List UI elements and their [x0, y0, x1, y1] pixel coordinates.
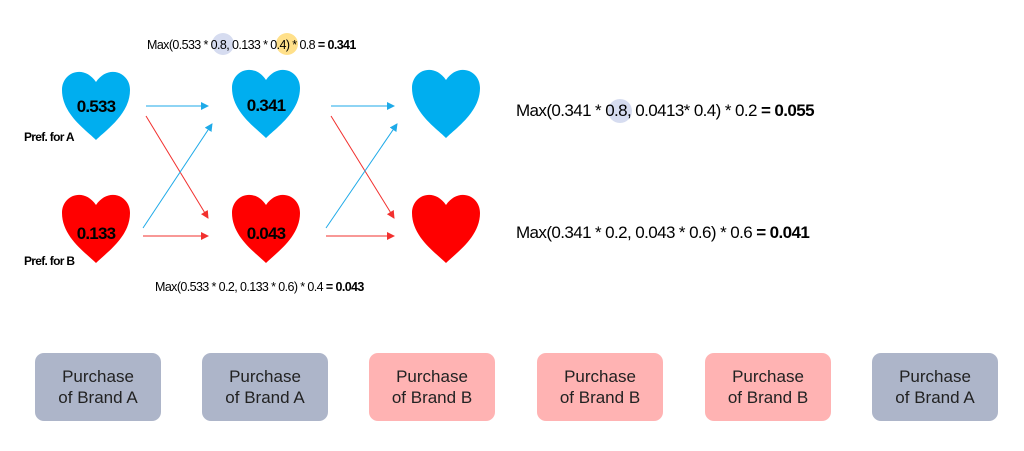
observation-box-5: Purchase of Brand B	[705, 353, 831, 421]
label-pref-b: Pref. for B	[24, 254, 75, 268]
formula-right-bottom: Max(0.341 * 0.2, 0.043 * 0.6) * 0.6 = 0.…	[516, 223, 809, 242]
heart-b1: 0.133	[62, 194, 130, 263]
svg-text:0.133: 0.133	[77, 224, 116, 243]
observation-box-6: Purchase of Brand A	[872, 353, 998, 421]
observation-line1: Purchase	[229, 367, 301, 386]
heart-a2: 0.341	[232, 69, 300, 138]
label-pref-a: Pref. for A	[24, 130, 75, 144]
observation-line1: Purchase	[62, 367, 134, 386]
arrow-b1-a2	[142, 123, 213, 229]
observation-line2: of Brand B	[559, 388, 641, 407]
observation-box-4: Purchase of Brand B	[537, 353, 663, 421]
heart-b2: 0.043	[232, 194, 300, 263]
arrow-a1-b2	[145, 115, 209, 219]
formula-bottom: Max(0.533 * 0.2, 0.133 * 0.6) * 0.4 = 0.…	[155, 280, 364, 294]
observation-line1: Purchase	[732, 367, 804, 386]
observation-line2: of Brand A	[895, 388, 975, 407]
highlight-yellow-top	[276, 33, 298, 55]
observation-line1: Purchase	[396, 367, 468, 386]
svg-text:0.043: 0.043	[247, 224, 286, 243]
heart-b3	[412, 194, 480, 263]
arrow-b2-a3	[325, 123, 398, 229]
observation-line1: Purchase	[564, 367, 636, 386]
svg-text:0.341: 0.341	[247, 96, 286, 115]
formula-right-top: Max(0.341 * 0.8, 0.0413* 0.4) * 0.2 = 0.…	[516, 101, 814, 120]
observation-line2: of Brand B	[727, 388, 809, 407]
observation-box-3: Purchase of Brand B	[369, 353, 495, 421]
heart-a1: 0.533	[62, 71, 130, 140]
svg-text:0.533: 0.533	[77, 97, 116, 116]
heart-a3	[412, 69, 480, 138]
observation-line2: of Brand A	[225, 388, 305, 407]
observation-box-2: Purchase of Brand A	[202, 353, 328, 421]
observation-line1: Purchase	[899, 367, 971, 386]
arrow-a2-b3	[330, 115, 395, 219]
highlight-blue-right	[608, 99, 632, 123]
observation-line2: of Brand B	[391, 388, 473, 407]
formula-top: Max(0.533 * 0.8, 0.133 * 0.4) * 0.8 = 0.…	[147, 38, 356, 52]
observation-box-1: Purchase of Brand A	[35, 353, 161, 421]
highlight-blue-top	[212, 33, 234, 55]
observation-line2: of Brand A	[58, 388, 138, 407]
